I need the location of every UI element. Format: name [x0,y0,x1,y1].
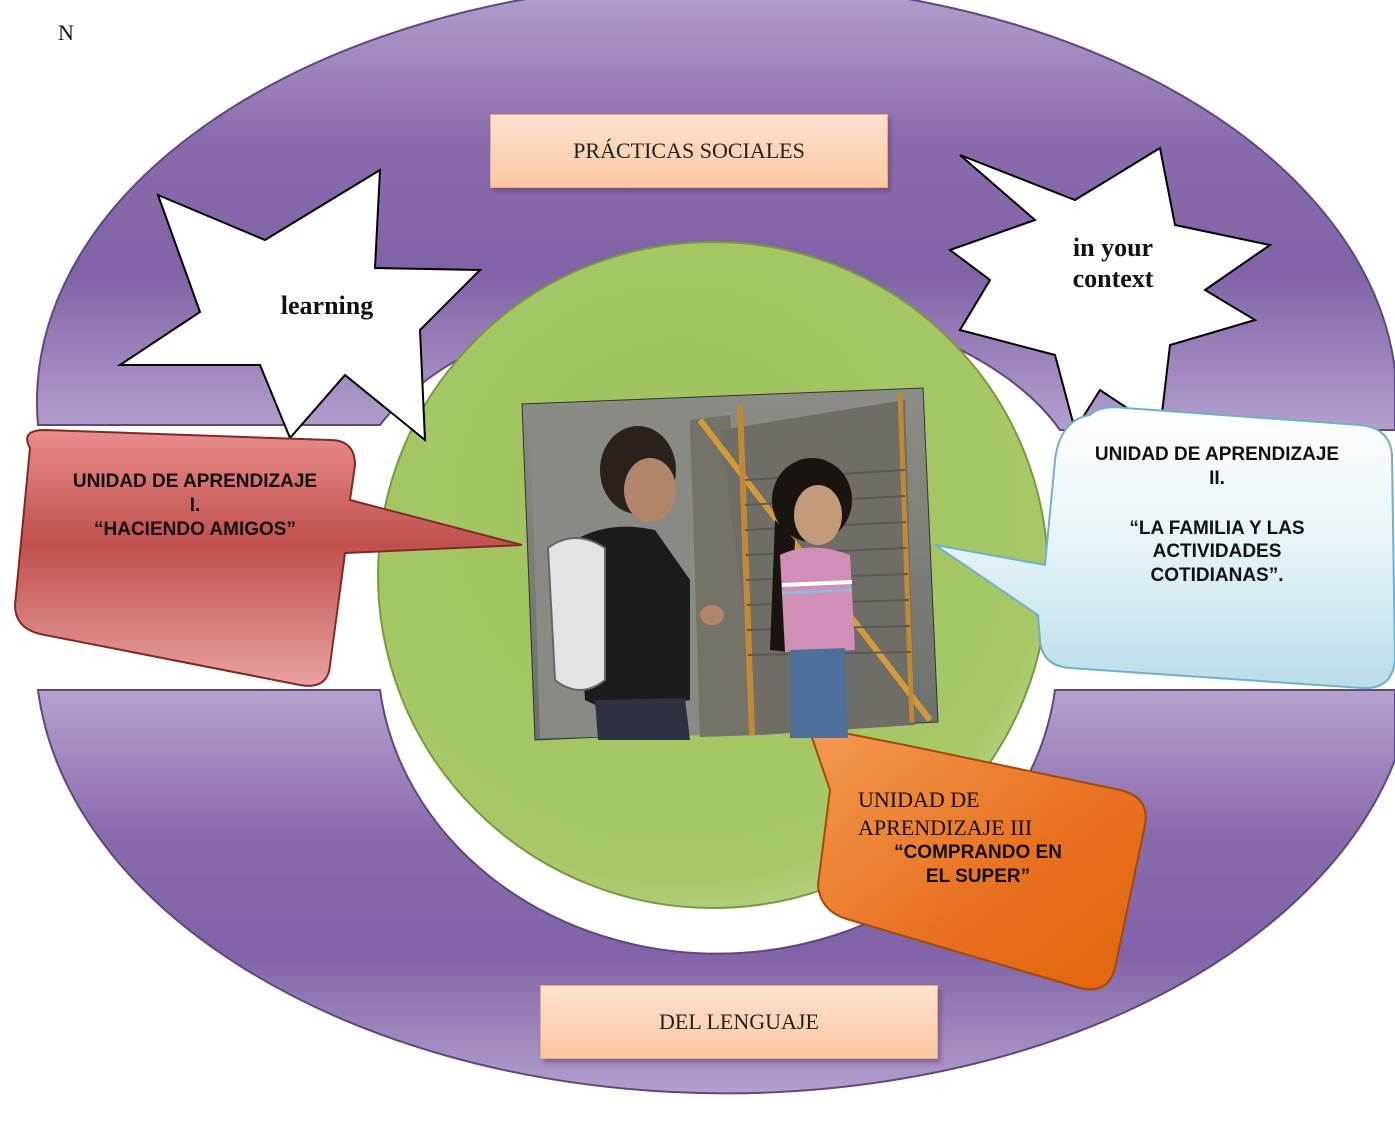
practicas-sociales-label: PRÁCTICAS SOCIALES [490,114,888,188]
unit3-line2: APRENDIZAJE III [858,814,1033,840]
unit1-text: UNIDAD DE APRENDIZAJE I. “HACIENDO AMIGO… [30,470,360,541]
context-star-line2: context [1072,264,1154,294]
context-star-line1: in your [1072,233,1154,262]
unit2-text: UNIDAD DE APRENDIZAJE II. “LA FAMILIA Y … [1062,443,1372,588]
unit2-line1: UNIDAD DE APRENDIZAJE [1094,444,1340,465]
unit3-callout [806,724,1147,991]
unit3-line3: “COMPRANDO EN [894,842,1062,863]
unit1-line2: I. [189,494,201,516]
unit1-callout [13,428,523,687]
unit2-spacer [1062,491,1372,517]
del-lenguaje-label: DEL LENGUAJE [540,985,938,1059]
unit2-line2: II. [1209,467,1225,489]
learning-star [116,168,483,443]
unit2-line5: COTIDIANAS”. [1150,565,1284,586]
unit3-line4: EL SUPER” [925,865,1031,887]
unit1-line3: “HACIENDO AMIGOS” [94,518,296,540]
context-star-text: in your context [1048,232,1178,294]
unit2-callout [934,406,1395,690]
corner-letter: N [58,20,74,45]
unit2-line4: ACTIVIDADES [1152,541,1282,563]
unit1-line1: UNIDAD DE APRENDIZAJE [72,471,318,492]
learning-star-text: learning [280,291,374,320]
students-photo [521,387,939,741]
unit2-line3: “LA FAMILIA Y LAS [1129,517,1305,539]
unit3-text: UNIDAD DE APRENDIZAJE III “COMPRANDO EN … [858,786,1098,889]
unit3-line1: UNIDAD DE [858,787,980,812]
